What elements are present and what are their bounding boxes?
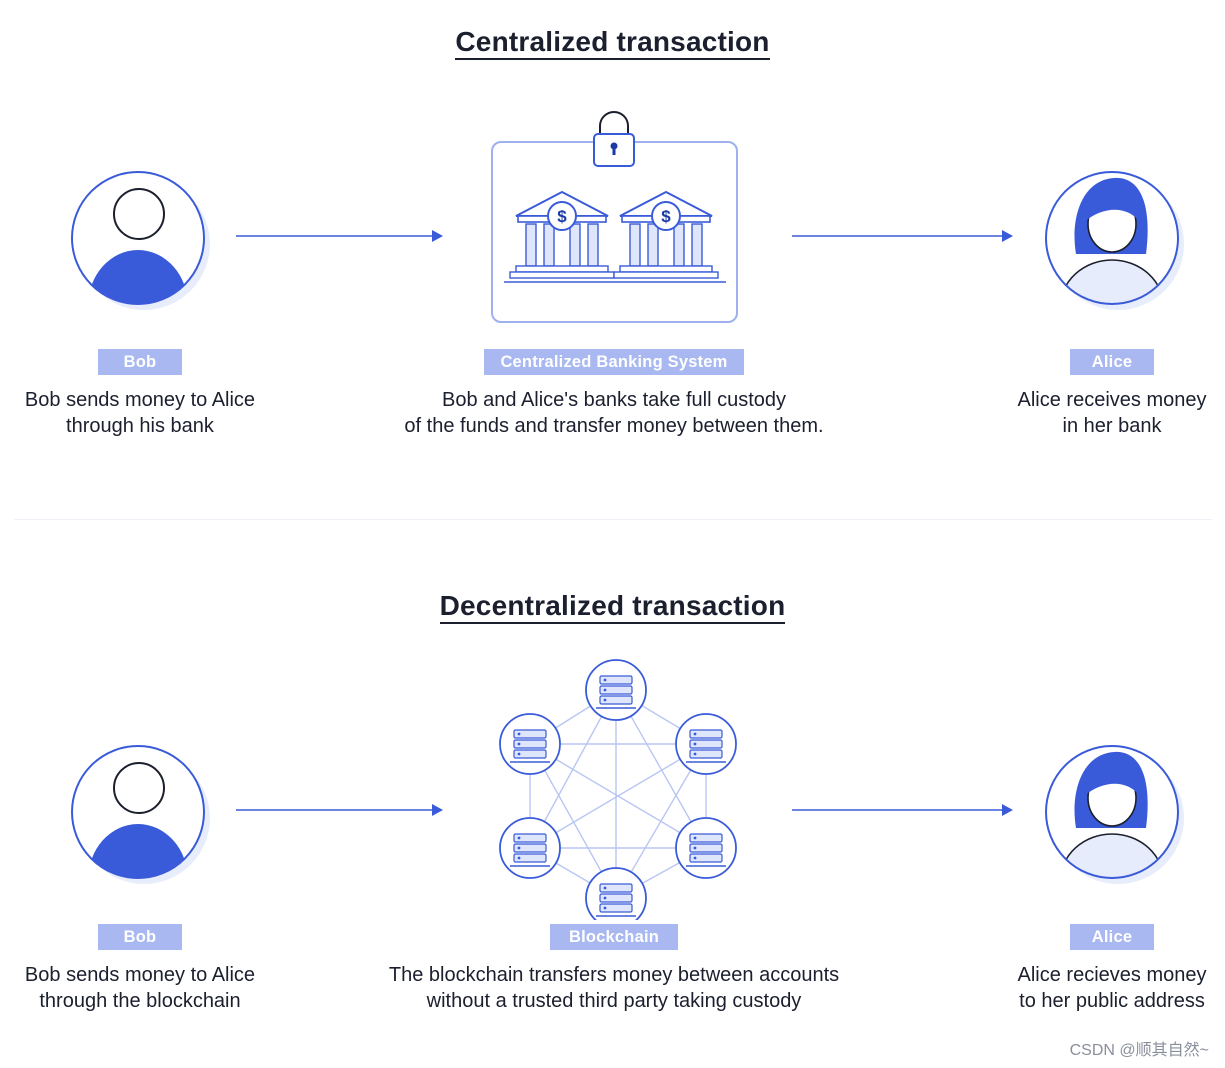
server-node-icon <box>585 659 647 721</box>
banking-description-line: of the funds and transfer money between … <box>404 415 824 437</box>
person-avatar-icon <box>71 171 210 310</box>
blockchain-description: The blockchain transfers money between a… <box>354 962 874 1014</box>
decentralized-title-text: Decentralized transaction <box>439 590 786 624</box>
blockchain-badge: Blockchain <box>550 924 678 950</box>
arrow-right-icon <box>236 804 443 816</box>
banking-description-line: Bob and Alice's banks take full custody <box>441 389 787 411</box>
bob-description-line: through his bank <box>66 415 214 437</box>
blockchain-network-icon <box>499 659 737 920</box>
server-node-icon <box>675 817 737 879</box>
alice-description-line: in her bank <box>1062 415 1162 437</box>
banking-description: Bob and Alice's banks take full custody … <box>354 387 874 439</box>
section-divider <box>14 519 1212 520</box>
decentralized-title: Decentralized transaction <box>0 590 1225 624</box>
padlock-icon <box>593 111 635 167</box>
arrow-right-icon <box>792 804 1013 816</box>
alice-description: Alice receives money in her bank <box>852 387 1225 439</box>
svg-text:$: $ <box>661 207 671 226</box>
bank-building-icon: $ <box>613 190 719 279</box>
bob-description: Bob sends money to Alice through his ban… <box>0 387 400 439</box>
arrow-right-icon <box>236 230 443 242</box>
blockchain-description-line: without a trusted third party taking cus… <box>426 990 802 1012</box>
centralized-title: Centralized transaction <box>0 26 1225 60</box>
server-node-icon <box>499 817 561 879</box>
person-avatar-icon <box>71 745 210 884</box>
watermark: CSDN @顺其自然~ <box>1069 1042 1209 1059</box>
centralized-banking-badge: Centralized Banking System <box>484 349 744 375</box>
bob-badge: Bob <box>98 349 182 375</box>
bob-description-line: Bob sends money to Alice <box>24 964 256 986</box>
woman-avatar-icon <box>1045 171 1184 310</box>
alice-description-line: Alice recieves money <box>1017 964 1207 986</box>
bob-description-line: Bob sends money to Alice <box>24 389 256 411</box>
centralized-banking-icon: $ $ <box>491 111 738 323</box>
blockchain-description-line: The blockchain transfers money between a… <box>388 964 840 986</box>
alice-badge: Alice <box>1070 349 1154 375</box>
bob-badge: Bob <box>98 924 182 950</box>
svg-text:$: $ <box>557 207 567 226</box>
server-node-icon <box>499 713 561 775</box>
server-node-icon <box>675 713 737 775</box>
server-node-icon <box>585 867 647 920</box>
arrow-right-icon <box>792 230 1013 242</box>
woman-avatar-icon <box>1045 745 1184 884</box>
alice-description-line: to her public address <box>1019 990 1205 1012</box>
alice-description-line: Alice receives money <box>1017 389 1207 411</box>
bank-building-icon: $ <box>509 190 615 279</box>
centralized-title-text: Centralized transaction <box>455 26 770 60</box>
alice-badge: Alice <box>1070 924 1154 950</box>
alice-description: Alice recieves money to her public addre… <box>852 962 1225 1014</box>
bob-description: Bob sends money to Alice through the blo… <box>0 962 400 1014</box>
bob-description-line: through the blockchain <box>39 990 241 1012</box>
